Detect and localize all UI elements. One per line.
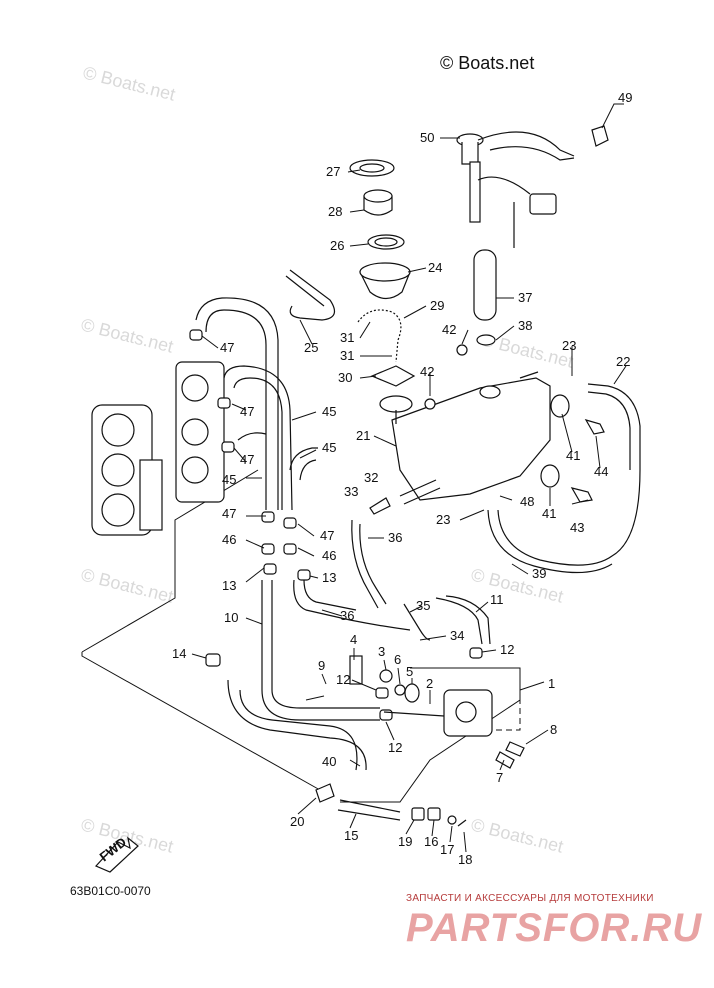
callout-50: 50 (420, 130, 434, 145)
callout-6: 6 (394, 652, 401, 667)
watermark-text: © Boats.net (79, 314, 175, 356)
callout-38: 38 (518, 318, 532, 333)
callout-20: 20 (290, 814, 304, 829)
callout-37: 37 (518, 290, 532, 305)
callout-30: 30 (338, 370, 352, 385)
callout-24: 24 (428, 260, 442, 275)
callout-41: 41 (566, 448, 580, 463)
callout-22: 22 (616, 354, 630, 369)
callout-31: 31 (340, 348, 354, 363)
callout-46: 46 (322, 548, 336, 563)
callout-32: 32 (364, 470, 378, 485)
callout-12: 12 (500, 642, 514, 657)
callout-16: 16 (424, 834, 438, 849)
callout-29: 29 (430, 298, 444, 313)
callout-45: 45 (322, 404, 336, 419)
pump-hoses (227, 579, 491, 771)
grommets-and-bolts (424, 344, 605, 503)
callout-47: 47 (240, 404, 254, 419)
callout-26: 26 (330, 238, 344, 253)
tank-cap-stack (349, 159, 411, 300)
callout-34: 34 (450, 628, 464, 643)
callout-21: 21 (356, 428, 370, 443)
vent-hoses (195, 297, 318, 511)
callout-8: 8 (550, 722, 557, 737)
callout-45: 45 (322, 440, 336, 455)
strap (285, 269, 336, 321)
callout-41: 41 (542, 506, 556, 521)
callout-35: 35 (416, 598, 430, 613)
connector (591, 125, 609, 147)
callout-13: 13 (322, 570, 336, 585)
callout-10: 10 (224, 610, 238, 625)
callout-9: 9 (318, 658, 325, 673)
callout-3: 3 (378, 644, 385, 659)
callout-47: 47 (240, 452, 254, 467)
callout-47: 47 (220, 340, 234, 355)
callout-28: 28 (328, 204, 342, 219)
oil-level-sensor (456, 131, 575, 321)
callout-5: 5 (406, 664, 413, 679)
watermark-text: © Boats.net (469, 564, 565, 606)
callout-1: 1 (548, 676, 555, 691)
callout-43: 43 (570, 520, 584, 535)
callout-49: 49 (618, 90, 632, 105)
callout-42: 42 (420, 364, 434, 379)
callout-15: 15 (344, 828, 358, 843)
callout-47: 47 (320, 528, 334, 543)
callout-25: 25 (304, 340, 318, 355)
return-hoses (487, 383, 641, 574)
callout-36: 36 (388, 530, 402, 545)
copyright-notice: © Boats.net (440, 53, 535, 73)
watermark-text: © Boats.net (479, 329, 575, 371)
callout-12: 12 (336, 672, 350, 687)
callout-19: 19 (398, 834, 412, 849)
callout-44: 44 (594, 464, 608, 479)
chain-and-cap (357, 309, 416, 387)
callout-36: 36 (340, 608, 354, 623)
callout-45: 45 (222, 472, 236, 487)
callout-46: 46 (222, 532, 236, 547)
callout-33: 33 (344, 484, 358, 499)
leader-lines (191, 103, 627, 853)
dealer-logo[interactable]: PARTSFOR.RU (406, 906, 703, 950)
feed-hoses (351, 479, 441, 609)
callout-numbers: 1 2 3 4 5 6 7 8 9 10 11 12 12 12 13 13 1… (172, 90, 632, 867)
watermark-text: © Boats.net (469, 814, 565, 856)
callout-12: 12 (388, 740, 402, 755)
outlet-fittings (315, 783, 467, 827)
callout-17: 17 (440, 842, 454, 857)
callout-47: 47 (222, 506, 236, 521)
watermark-text: © Boats.net (79, 564, 175, 606)
callout-18: 18 (458, 852, 472, 867)
watermark-text: © Boats.net (81, 62, 177, 104)
callout-40: 40 (322, 754, 336, 769)
dealer-tagline: ЗАПЧАСТИ И АКСЕССУАРЫ ДЛЯ МОТОТЕХНИКИ (406, 893, 654, 904)
callout-23: 23 (562, 338, 576, 353)
callout-11: 11 (490, 592, 504, 607)
callout-48: 48 (520, 494, 534, 509)
callout-7: 7 (496, 770, 503, 785)
callout-27: 27 (326, 164, 340, 179)
callout-31: 31 (340, 330, 354, 345)
callout-2: 2 (426, 676, 433, 691)
oil-pump (349, 655, 525, 769)
callout-13: 13 (222, 578, 236, 593)
catalog-code: 63B01C0-0070 (70, 884, 151, 898)
callout-39: 39 (532, 566, 546, 581)
hose-clips (189, 329, 483, 721)
callout-23: 23 (436, 512, 450, 527)
carburetor-assembly (91, 361, 225, 536)
callout-42: 42 (442, 322, 456, 337)
callout-14: 14 (172, 646, 186, 661)
callout-4: 4 (350, 632, 357, 647)
